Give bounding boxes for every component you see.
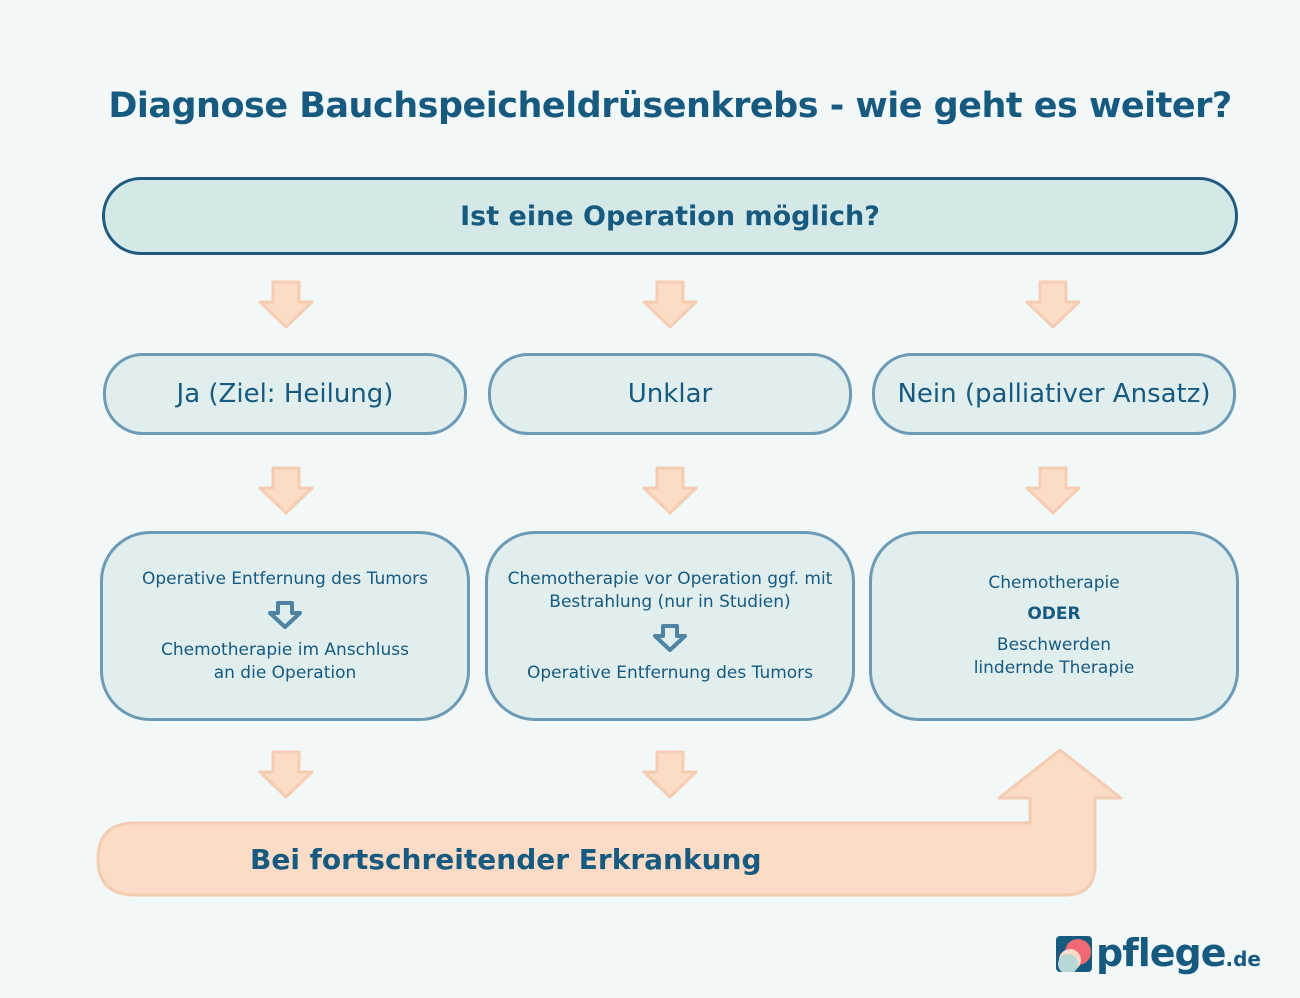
treatment-box-unclear: Chemotherapie vor Operation ggf. mit Bes… (485, 531, 855, 721)
step-text: Beschwerden lindernde Therapie (973, 635, 1135, 678)
treatment-box-yes: Operative Entfernung des Tumors Chemothe… (100, 531, 470, 721)
option-no: Nein (palliativer Ansatz) (872, 353, 1236, 435)
step-text: Chemotherapie im Anschluss an die Operat… (160, 639, 410, 683)
logo-icon (1056, 936, 1092, 972)
logo-text: pflege (1096, 931, 1227, 975)
option-label: Ja (Ziel: Heilung) (176, 379, 394, 409)
option-label: Unklar (627, 379, 713, 409)
or-label: ODER (1027, 604, 1081, 624)
progression-label: Bei fortschreitender Erkrankung (250, 843, 762, 876)
option-unclear: Unklar (488, 353, 852, 435)
step-text: Chemotherapie vor Operation ggf. mit Bes… (507, 568, 833, 612)
pflege-logo: pflege .de (1056, 934, 1261, 972)
treatment-box-no: Chemotherapie ODER Beschwerden lindernde… (869, 531, 1239, 721)
question-box: Ist eine Operation möglich? (102, 177, 1238, 255)
option-label: Nein (palliativer Ansatz) (897, 379, 1211, 409)
step-text: Operative Entfernung des Tumors (141, 568, 429, 589)
option-yes: Ja (Ziel: Heilung) (103, 353, 467, 435)
page-title: Diagnose Bauchspeicheldrüsenkrebs - wie … (108, 86, 1232, 126)
step-text: Operative Entfernung des Tumors (526, 662, 814, 683)
logo-suffix: .de (1225, 947, 1261, 971)
step-text: Chemotherapie (988, 573, 1120, 593)
